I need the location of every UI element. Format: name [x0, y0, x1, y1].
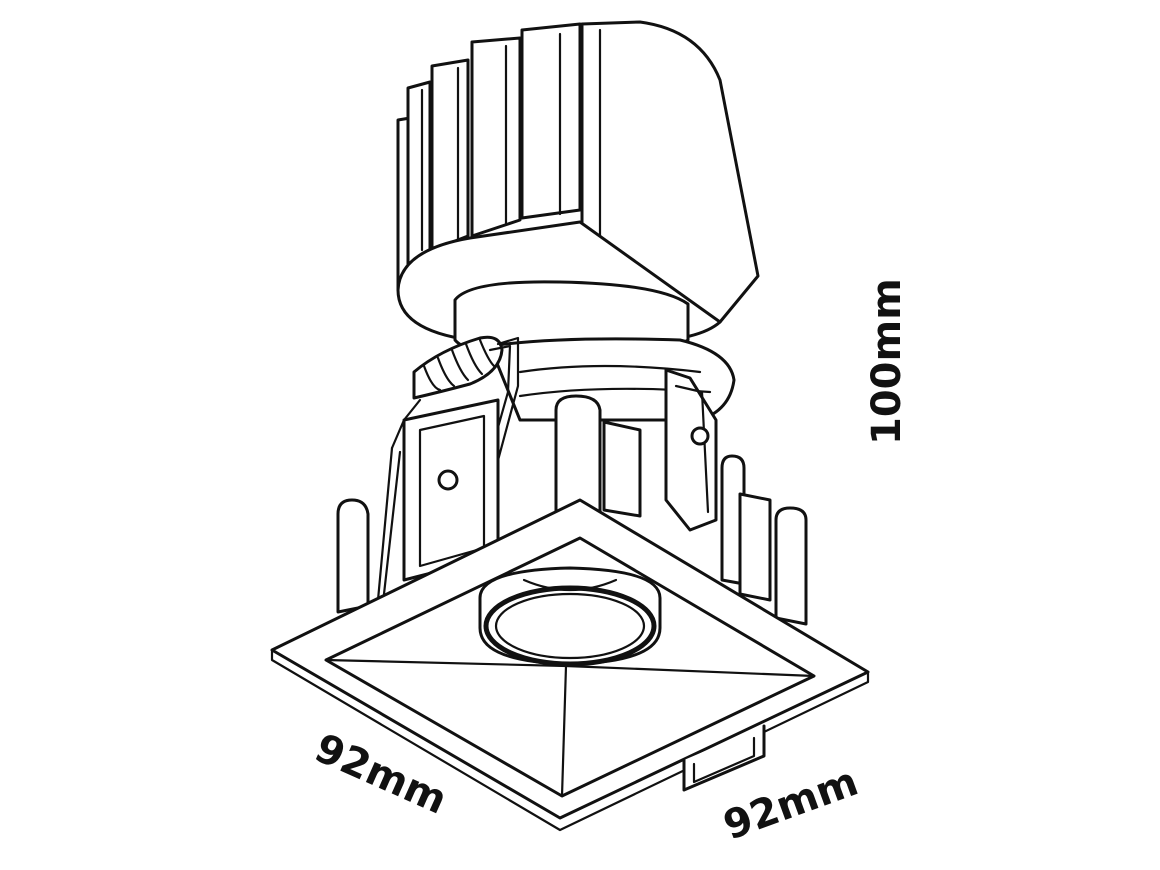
- bottom-bracket-tab: [682, 724, 766, 792]
- spring-clip-right: [664, 368, 718, 532]
- height-dimension-label: 100mm: [864, 278, 910, 445]
- right-width-dimension-label: 92mm: [718, 759, 864, 850]
- posts: [336, 394, 808, 626]
- reflector-ring: [478, 566, 662, 667]
